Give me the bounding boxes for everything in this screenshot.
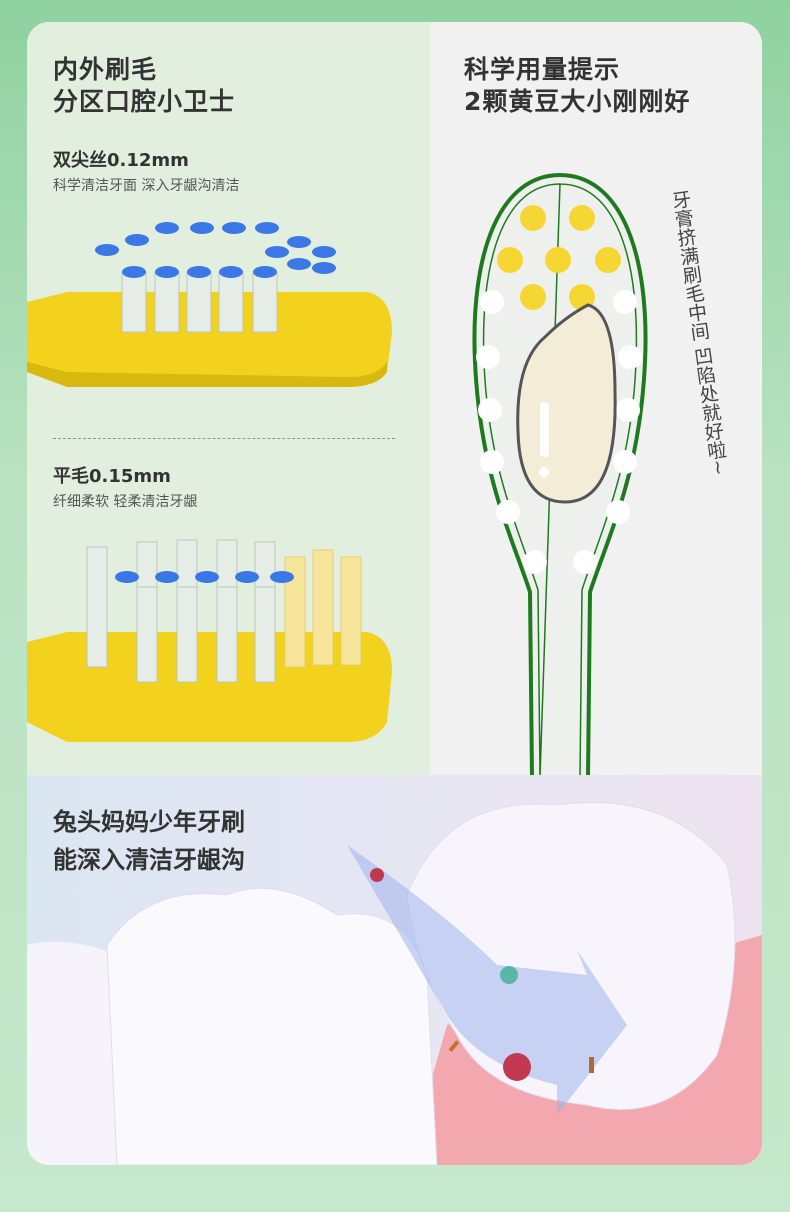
teeth-illustration — [27, 802, 762, 1165]
gum-cleaning-line1: 兔头妈妈少年牙刷 — [53, 808, 245, 836]
dosage-panel: 科学用量提示 2颗黄豆大小刚刚好 — [430, 22, 762, 777]
flat-bristle-illustration — [27, 539, 392, 742]
product-card: 内外刷毛 分区口腔小卫士 双尖丝0.12mm 科学清洁牙面 深入牙龈沟清洁 平毛… — [27, 22, 762, 1165]
bristle-title-line2: 分区口腔小卫士 — [53, 87, 236, 116]
dosage-title-line1: 科学用量提示 — [464, 55, 621, 84]
bristle-b-desc: 纤细柔软 轻柔清洁牙龈 — [53, 494, 198, 510]
double-tip-bristle-illustration — [27, 222, 392, 387]
gum-cleaning-line2: 能深入清洁牙龈沟 — [53, 846, 245, 874]
bristle-b-name: 平毛0.15mm — [53, 466, 171, 487]
gum-cleaning-panel: 兔头妈妈少年牙刷 能深入清洁牙龈沟 — [27, 775, 762, 1165]
bristle-title-line1: 内外刷毛 — [53, 55, 158, 84]
bristle-a-name: 双尖丝0.12mm — [53, 150, 189, 171]
bristle-a-desc: 科学清洁牙面 深入牙龈沟清洁 — [53, 178, 240, 194]
section-divider — [53, 438, 395, 439]
brush-head-diagram — [472, 172, 648, 777]
dosage-title-line2: 2颗黄豆大小刚刚好 — [464, 87, 691, 116]
bristle-panel: 内外刷毛 分区口腔小卫士 双尖丝0.12mm 科学清洁牙面 深入牙龈沟清洁 平毛… — [27, 22, 430, 775]
